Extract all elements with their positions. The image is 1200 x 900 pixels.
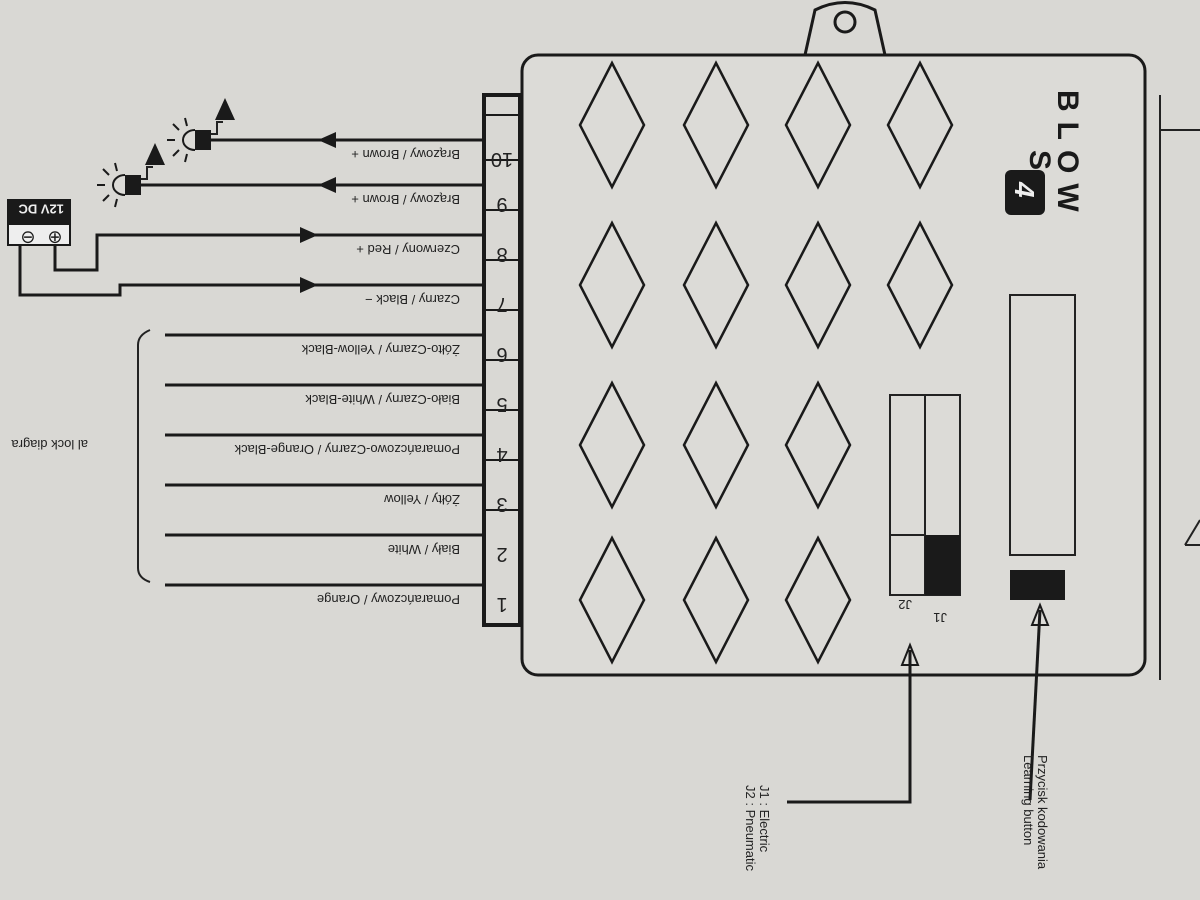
pin-1: 1 Pomarańczowy / Orange (165, 583, 508, 615)
pin-label: Pomarańczowo-Czarny / Orange-Black (234, 442, 460, 457)
learning-button-slot (1009, 294, 1076, 556)
adjacent-triangle (1184, 519, 1200, 546)
vent-diamond (886, 60, 954, 190)
jumper-j1 (925, 535, 960, 595)
pin-label: Żółto-Czarny / Yellow-Black (301, 342, 460, 357)
learning-button-note-pl: Przycisk kodowania (1035, 755, 1050, 870)
minus-terminal: ⊖ (20, 227, 35, 247)
vent-diamond (682, 60, 750, 190)
j1-label: J1 (933, 610, 947, 625)
pin-7: 7 Czarny / Black − (365, 259, 520, 315)
svg-text:S: S (1023, 150, 1056, 170)
learning-button (1010, 570, 1065, 600)
plus-terminal: ⊕ (47, 227, 62, 247)
svg-text:BLOW: BLOW (1051, 90, 1084, 222)
vent-diamond (682, 220, 750, 350)
vent-diamond (784, 380, 852, 510)
vent-diamond (784, 535, 852, 665)
vent-diamond (784, 220, 852, 350)
pin-9: 9 Brązowy / Brown + (351, 159, 520, 215)
pin-number: 10 (491, 148, 513, 170)
pin-10: 10 Brązowy / Brown + (351, 114, 520, 170)
pin-8: 8 Czerwony / Red + (356, 209, 520, 265)
vent-diamond (578, 60, 646, 190)
callouts: Przycisk kodowania Learning button J1 : … (743, 602, 1050, 871)
pin-number: 2 (496, 543, 507, 565)
j2-label: J2 (898, 597, 912, 612)
pin-number: 8 (496, 243, 507, 265)
mounting-hole (833, 10, 857, 34)
pin-5: 5 Biało-Czarny / White-Black (165, 359, 520, 415)
pin-label: Żółty / Yellow (384, 492, 460, 507)
blow-logo: BLOW S 4 (1005, 90, 1084, 222)
vent-diamond (578, 535, 646, 665)
j2-note: J2 : Pneumatic (743, 785, 758, 871)
pin-label: Biało-Czarny / White-Black (305, 392, 460, 407)
pin-label: Brązowy / Brown + (351, 147, 460, 162)
adjacent-panel-edge (1159, 95, 1200, 680)
pin-4: 4 Pomarańczowo-Czarny / Orange-Black (165, 409, 520, 465)
vent-diamond (784, 60, 852, 190)
lamp (97, 143, 484, 208)
learning-button-note-en: Learning button (1021, 755, 1036, 845)
vent-diamond (578, 380, 646, 510)
pin-number: 5 (496, 393, 507, 415)
vent-pattern (578, 60, 954, 665)
vent-diamond (886, 220, 954, 350)
pin-number: 7 (496, 293, 507, 315)
svg-text:4: 4 (1009, 181, 1040, 198)
diagram-title-fragment: al lock diagra (11, 437, 88, 452)
pin-2: 2 Biały / White (165, 509, 520, 565)
vent-diamond (682, 535, 750, 665)
jumper-block: J2 J1 (889, 394, 961, 625)
lamp (167, 98, 484, 163)
bracket (137, 329, 151, 583)
pin-6: 6 Żółto-Czarny / Yellow-Black (165, 309, 520, 365)
pin-3: 3 Żółty / Yellow (165, 459, 520, 515)
power-supply: 12V DC ⊖ ⊕ (7, 199, 484, 297)
j1-note: J1 : Electric (757, 785, 772, 853)
pin-number: 9 (496, 193, 507, 215)
power-label: 12V DC (18, 202, 64, 217)
pin-label: Biały / White (388, 542, 460, 557)
vent-diamond (682, 380, 750, 510)
pin-label: Pomarańczowy / Orange (317, 592, 460, 607)
pin-number: 1 (496, 593, 507, 615)
pin-number: 6 (496, 343, 507, 365)
pin-label: Czerwony / Red + (356, 242, 460, 257)
vent-diamond (578, 220, 646, 350)
pin-label: Brązowy / Brown + (351, 192, 460, 207)
pin-number: 4 (496, 443, 507, 465)
pin-number: 3 (496, 493, 507, 515)
pin-label: Czarny / Black − (365, 292, 460, 307)
